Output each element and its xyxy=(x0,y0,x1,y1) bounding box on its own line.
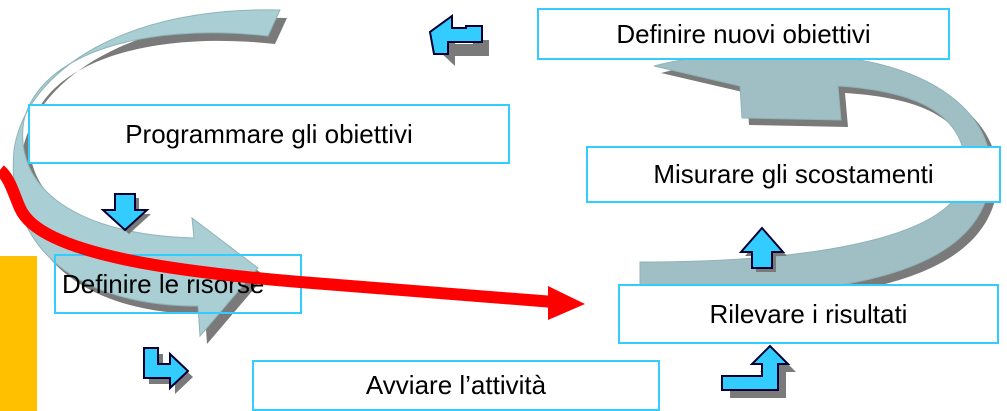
step-avviare: Avviare l’attività xyxy=(252,360,660,411)
up-turn-arrow-icon xyxy=(721,344,796,398)
step-avviare-label: Avviare l’attività xyxy=(365,370,547,400)
step-programmare: Programmare gli obiettivi xyxy=(28,104,510,164)
step-definire-risorse: Definire le risorse xyxy=(54,254,302,314)
step-definire-risorse-label: Definire le risorse xyxy=(62,268,265,299)
step-misurare-label: Misurare gli scostamenti xyxy=(653,159,934,189)
step-rilevare-label: Rilevare i risultati xyxy=(709,298,908,329)
up-arrow-icon xyxy=(738,226,787,272)
left-turn-arrow-icon xyxy=(428,14,489,66)
step-misurare: Misurare gli scostamenti xyxy=(586,146,1001,203)
step-definire-nuovi-label: Definire nuovi obiettivi xyxy=(616,18,871,49)
step-rilevare: Rilevare i risultati xyxy=(618,284,999,344)
step-definire-nuovi: Definire nuovi obiettivi xyxy=(537,8,950,60)
step-programmare-label: Programmare gli obiettivi xyxy=(125,118,413,149)
bent-arrow-icon xyxy=(143,347,193,394)
